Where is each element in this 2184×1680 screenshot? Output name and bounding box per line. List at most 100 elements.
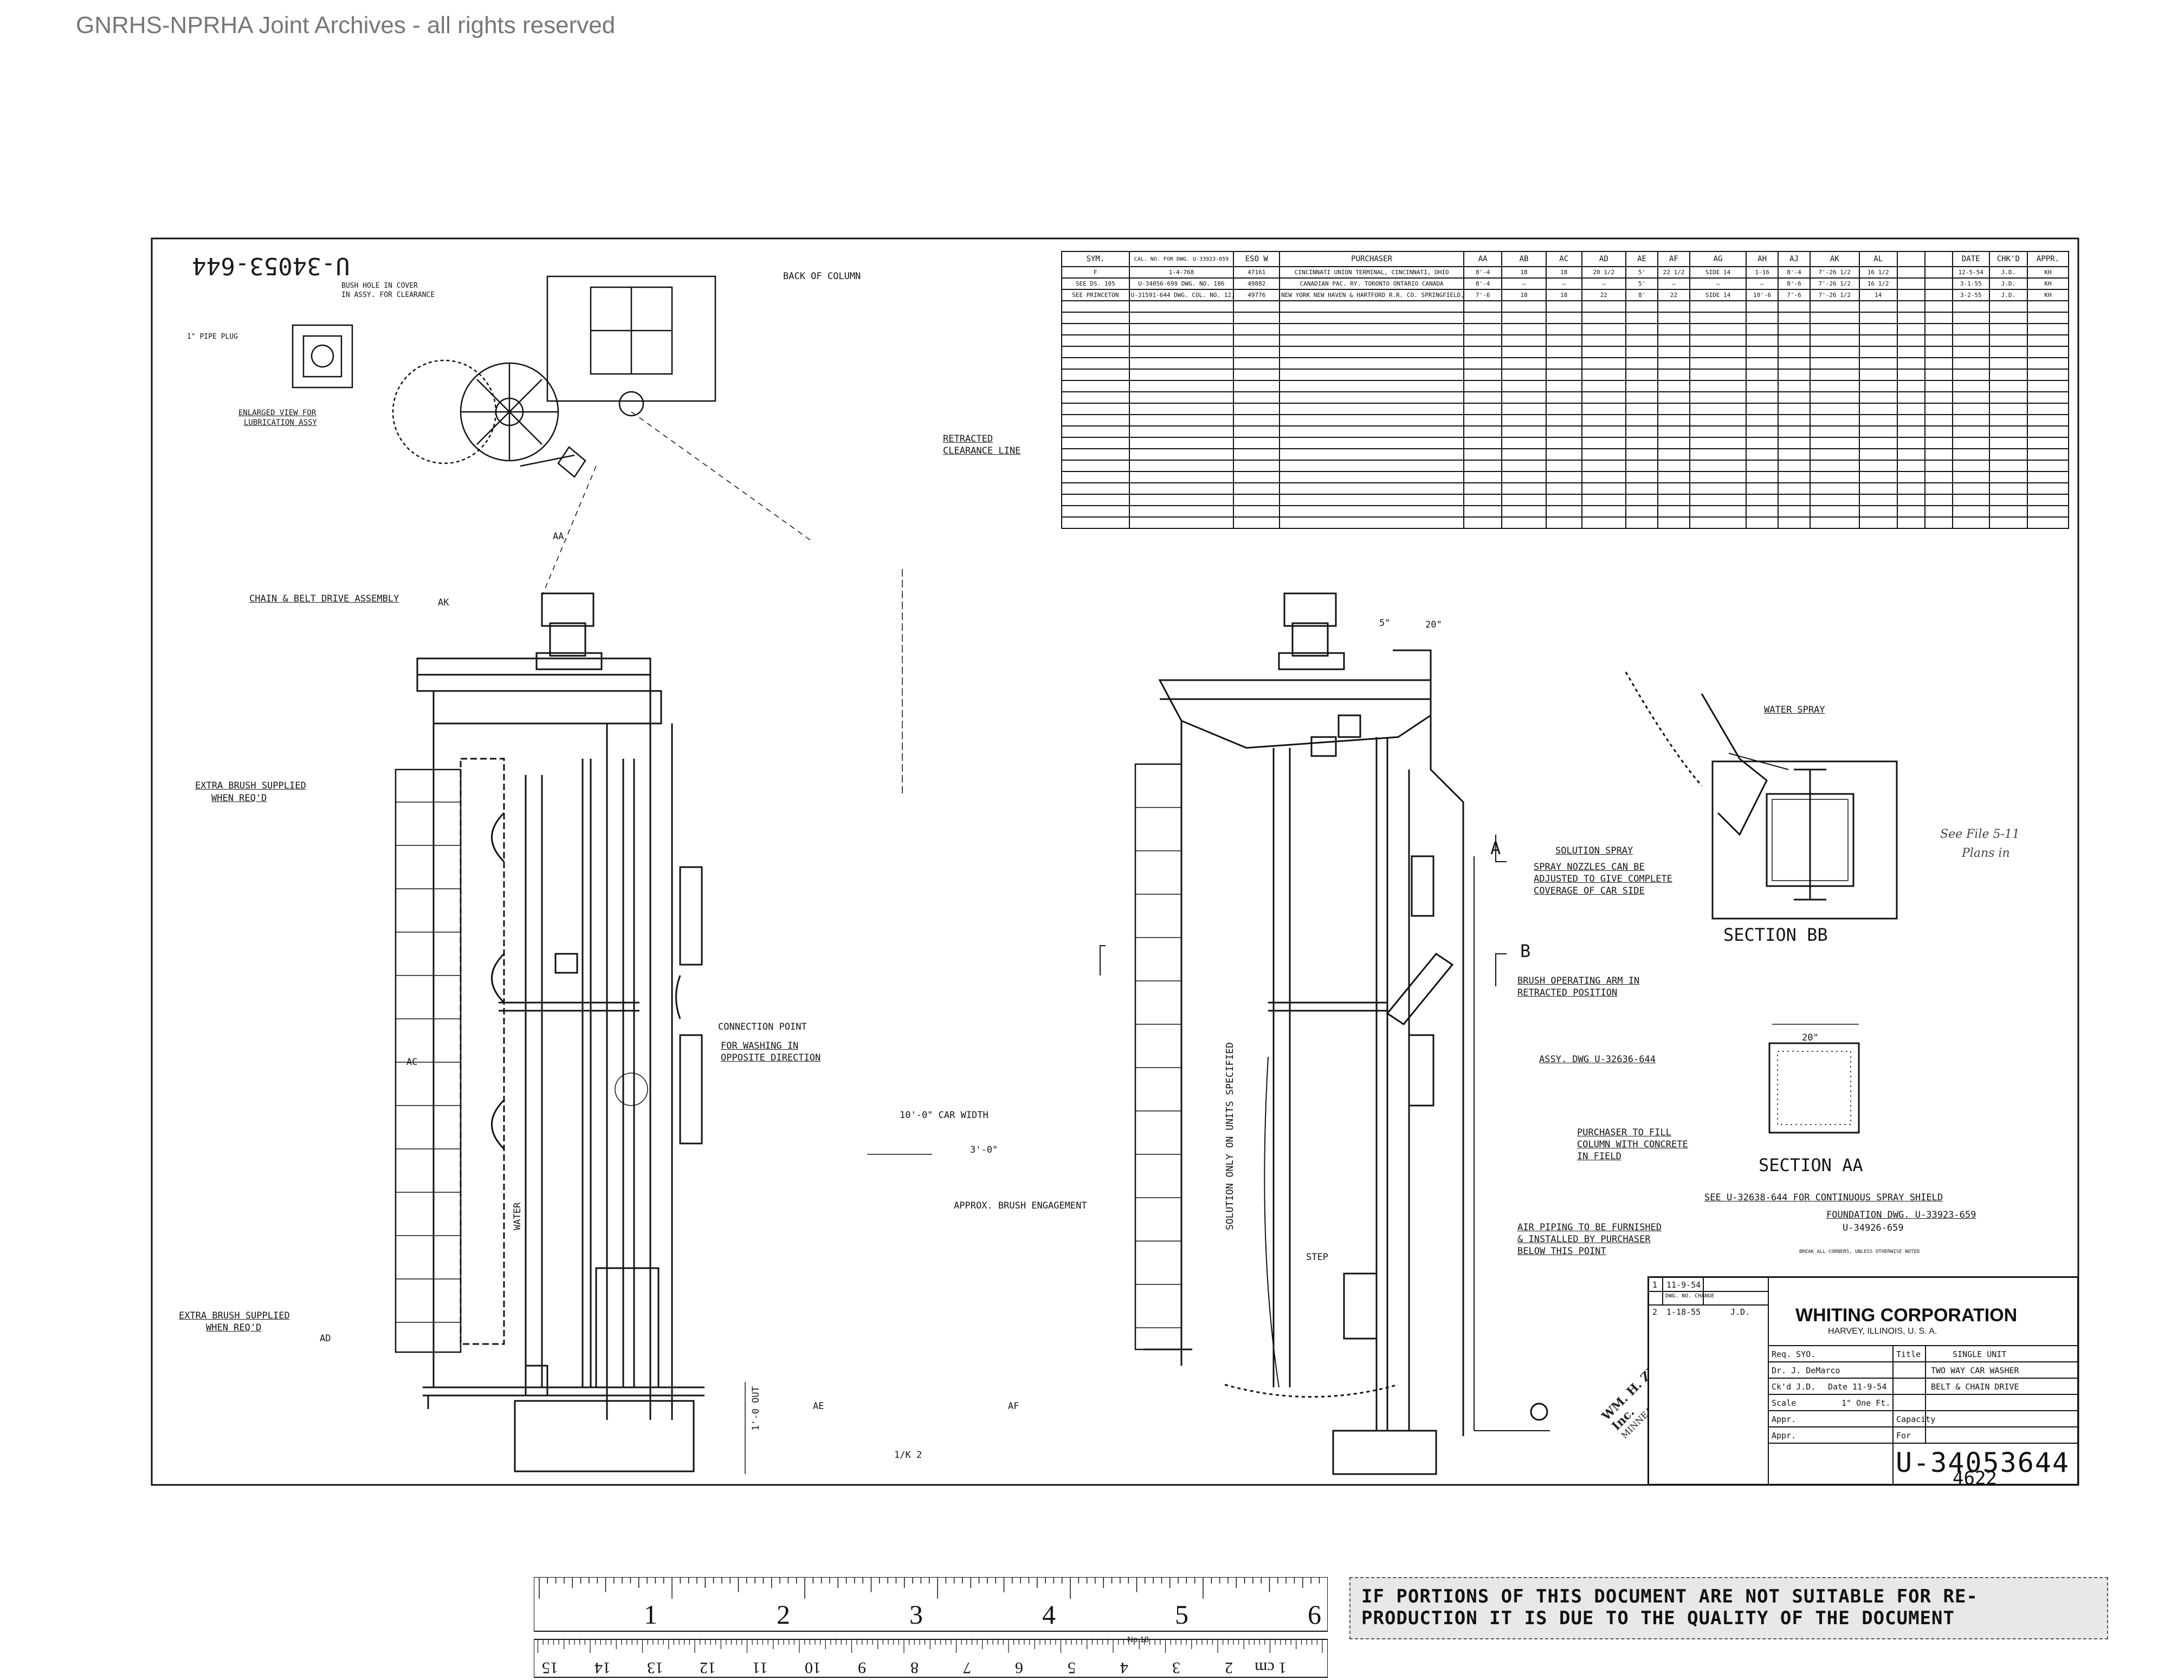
revision-cell-empty (1233, 357, 1281, 370)
drive-housing-detail (392, 275, 813, 597)
revision-cell-empty (1463, 494, 1503, 506)
header-ak: AK (1809, 251, 1860, 267)
note-dim-ak: AK (438, 597, 449, 608)
revision-row-empty (1061, 346, 2070, 358)
revision-cell-empty (1061, 346, 1130, 358)
revision-cell-empty (1279, 482, 1465, 495)
revision-cell-empty (1988, 460, 2028, 472)
note-bush-hole: BUSH HOLE IN COVER (341, 282, 418, 290)
revision-cell-empty (1501, 334, 1547, 347)
revision-cell-empty (1233, 403, 1281, 415)
revision-cell-empty (2026, 425, 2070, 438)
header-af: AF (1657, 251, 1690, 267)
revision-cell-empty (1746, 403, 1779, 415)
revision-cell-empty (1952, 437, 1990, 449)
revision-cell-empty (1501, 369, 1547, 381)
revision-cell-empty (1858, 471, 1898, 483)
revision-cell-empty (1581, 494, 1627, 506)
revision-cell-empty (1809, 357, 1860, 370)
marker-section-a: A (1490, 838, 1501, 858)
revision-cell: 16 1/2 (1858, 277, 1898, 290)
revision-cell-empty (1896, 357, 1925, 370)
revision-cell-empty (1988, 357, 2028, 370)
note-assy-dwg: ASSY. DWG U-32636-644 (1539, 1054, 1656, 1065)
revision-cell-empty (1988, 425, 2028, 438)
revision-cell-empty (1657, 403, 1690, 415)
revision-cell-empty (2026, 516, 2070, 529)
revision-cell-empty (1924, 312, 1953, 324)
revision-cell-empty (1061, 391, 1130, 404)
revision-cell-empty (2026, 369, 2070, 381)
revision-cell-empty (1952, 448, 1990, 461)
revision-cell: KH (2026, 266, 2070, 279)
revision-cell-empty (2026, 471, 2070, 483)
revision-cell-empty (1689, 516, 1747, 529)
revision-cell-empty (1746, 494, 1779, 506)
revision-cell-empty (1924, 494, 1953, 506)
revision-cell-empty (1128, 437, 1235, 449)
revision-cell-empty (1501, 380, 1547, 392)
revision-cell-empty (1545, 380, 1582, 392)
cm-label: 2 (1225, 1659, 1233, 1677)
revision-cell-empty (1463, 346, 1503, 358)
note-foundation: FOUNDATION DWG. U-33923-659 (1826, 1210, 1976, 1220)
revision-cell-empty (1924, 346, 1953, 358)
note-car-width: 10'-0" CAR WIDTH (900, 1110, 988, 1121)
rev-1-desc: DWG. NO. CHANGE (1665, 1293, 1715, 1299)
revision-cell-empty (1858, 505, 1898, 518)
handwritten-plans-in: Plans in (1962, 847, 2010, 860)
cm-label: 13 (647, 1659, 663, 1677)
revision-cell-empty (1952, 505, 1990, 518)
revision-cell-empty (1657, 300, 1690, 313)
revision-cell-empty (1746, 414, 1779, 427)
revision-cell-empty (1463, 369, 1503, 381)
revision-cell-empty (1501, 460, 1547, 472)
revision-cell: — (1689, 277, 1747, 290)
revision-cell-empty (1746, 391, 1779, 404)
revision-cell-empty (1061, 414, 1130, 427)
revision-cell (1924, 289, 1953, 301)
revision-cell-empty (1746, 471, 1779, 483)
revision-row-empty (1061, 403, 2070, 415)
revision-cell-empty (1952, 346, 1990, 358)
revision-cell-empty (1279, 403, 1465, 415)
revision-cell-empty (1128, 471, 1235, 483)
revision-cell-empty (1625, 482, 1659, 495)
revision-cell-empty (1988, 323, 2028, 335)
revision-row-empty (1061, 380, 2070, 392)
revision-cell-empty (1128, 494, 1235, 506)
header-ad: AD (1581, 251, 1627, 267)
revision-row-empty (1061, 334, 2070, 347)
revision-cell-empty (1128, 334, 1235, 347)
revision-cell-empty (1689, 471, 1747, 483)
note-approx-brush: APPROX. BRUSH ENGAGEMENT (954, 1200, 1087, 1211)
revision-cell-empty (1501, 346, 1547, 358)
revision-cell-empty (1463, 334, 1503, 347)
revision-cell-empty (1952, 403, 1990, 415)
revision-cell-empty (1896, 516, 1925, 529)
revision-cell-empty (1657, 369, 1690, 381)
revision-cell-empty (1463, 300, 1503, 313)
revision-cell: 5' (1625, 266, 1659, 279)
revision-cell-empty (1233, 494, 1281, 506)
revision-cell: U-34056-699 DWG. NO. 186 (1128, 277, 1235, 290)
revision-cell-empty (1988, 471, 2028, 483)
revision-cell: 14 (1858, 289, 1898, 301)
revision-cell-empty (1128, 425, 1235, 438)
revision-cell-empty (1657, 425, 1690, 438)
revision-cell-empty (1809, 369, 1860, 381)
revision-cell-empty (1657, 380, 1690, 392)
revision-cell: U-31591-644 DWG. COL. NO. 12,556 (1128, 289, 1235, 301)
revision-cell-empty (1128, 391, 1235, 404)
revision-cell: J.D. (1988, 266, 2028, 279)
revision-cell-empty (1746, 334, 1779, 347)
checked-by-field: Ck'd J.D. (1772, 1382, 1816, 1392)
revision-cell-empty (1061, 425, 1130, 438)
revision-cell-empty (1924, 516, 1953, 529)
cm-label: 7 (963, 1659, 971, 1677)
revision-cell-empty (1809, 414, 1860, 427)
note-dim-1k2: 1/K 2 (894, 1450, 922, 1461)
revision-row-empty (1061, 471, 2070, 483)
revision-cell-empty (1581, 505, 1627, 518)
